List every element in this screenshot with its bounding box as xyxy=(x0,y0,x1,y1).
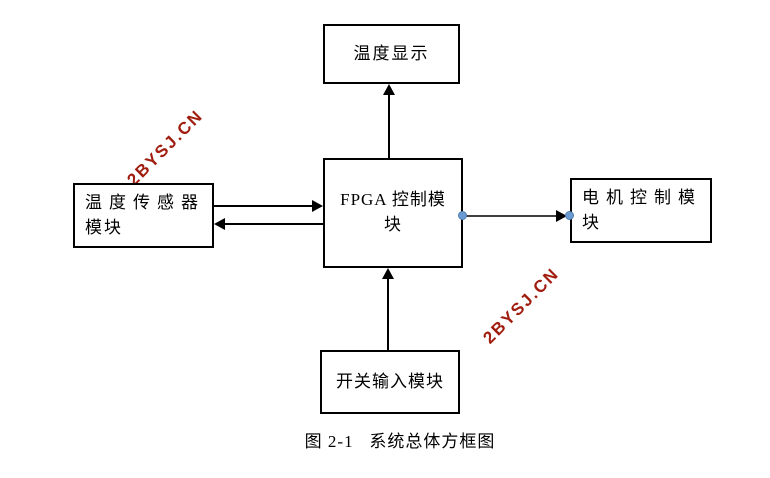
temperature-sensor-label-line2: 模块 xyxy=(85,217,123,237)
fpga-control-label-line2: 块 xyxy=(384,215,402,234)
arrow-line xyxy=(388,92,390,158)
connector-endpoint-dot xyxy=(458,211,467,220)
arrowhead-up-icon xyxy=(383,84,395,95)
arrow-line xyxy=(224,223,323,225)
connector-endpoint-dot xyxy=(565,211,574,220)
motor-control-label-line2: 块 xyxy=(582,212,601,232)
connector-line xyxy=(462,215,570,217)
arrowhead-left-icon xyxy=(214,218,225,230)
arrowhead-up-icon xyxy=(382,268,394,279)
box-temperature-sensor: 温度传感器 模块 xyxy=(73,183,214,248)
switch-input-label: 开关输入模块 xyxy=(336,371,444,391)
watermark-lower-right: 2BYSJ.CN xyxy=(479,263,563,348)
temperature-sensor-label-line1: 温度传感器 xyxy=(85,192,205,212)
motor-control-label-line1: 电机控制模 xyxy=(582,187,702,207)
arrow-line xyxy=(214,205,315,207)
fpga-control-label-line1: FPGA 控制模 xyxy=(340,190,446,210)
box-temperature-display: 温度显示 xyxy=(323,24,460,84)
arrowhead-right-icon xyxy=(312,200,323,212)
figure-caption: 图 2-1 系统总体方框图 xyxy=(304,432,496,451)
arrowhead-right-icon xyxy=(556,210,567,222)
box-motor-control: 电机控制模 块 xyxy=(570,178,712,243)
temperature-display-label: 温度显示 xyxy=(353,43,430,63)
box-fpga-control: FPGA 控制模 块 xyxy=(323,158,463,268)
box-switch-input: 开关输入模块 xyxy=(320,350,460,414)
watermark-upper-left: 2BYSJ.CN xyxy=(123,105,207,190)
arrow-line xyxy=(387,276,389,350)
